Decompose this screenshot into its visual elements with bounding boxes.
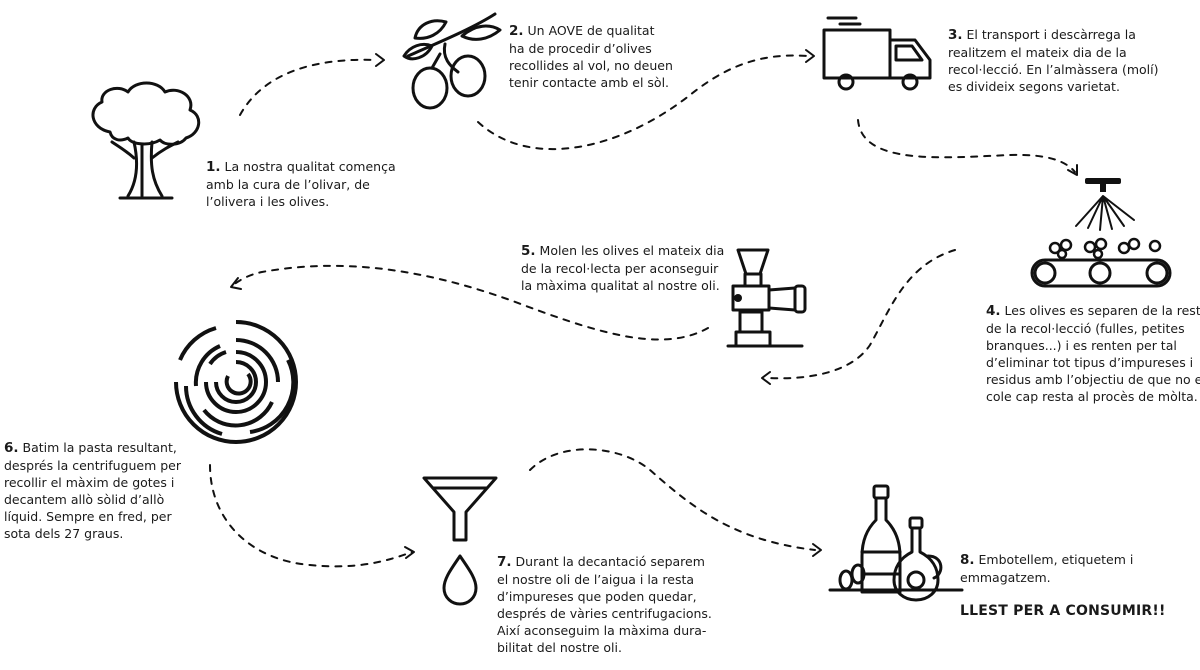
- step-number: 4.: [986, 303, 1001, 319]
- step-line: l’olivera i les olives.: [206, 194, 330, 209]
- step-line: decantem allò sòlid d’allò: [4, 492, 165, 507]
- step-number: 3.: [948, 27, 963, 43]
- step-line: líquid. Sempre en fred, per: [4, 509, 172, 524]
- funnel-drop-icon: [422, 476, 498, 606]
- step-line: Embotellem, etiquetem i: [978, 552, 1134, 567]
- oil-bottles-icon: [828, 484, 964, 602]
- connector-2-3: [477, 54, 809, 151]
- step-line: recol·lecció. En l’almàssera (molí): [948, 62, 1159, 77]
- step-line: cole cap resta al procès de mòlta.: [986, 389, 1198, 404]
- delivery-truck-icon: [822, 16, 932, 91]
- step-8-text: 8.Embotellem, etiquetem i emmagatzem.: [960, 551, 1133, 586]
- step-7-text: 7.Durant la decantació separem el nostre…: [497, 553, 712, 656]
- step-line: d’eliminar tot tipus d’impureses i: [986, 355, 1194, 370]
- step-number: 6.: [4, 440, 19, 456]
- step-line: després de vàries centrifugacions.: [497, 606, 712, 621]
- arrowhead-2-3: [805, 49, 815, 63]
- olive-tree-icon: [91, 81, 201, 200]
- step-1-text: 1.La nostra qualitat comença amb la cura…: [206, 158, 396, 210]
- arrowhead-6-7: [404, 546, 415, 559]
- step-line: Les olives es separen de la resta: [1004, 303, 1200, 318]
- step-line: recollir el màxim de gotes i: [4, 475, 175, 490]
- connector-7-8: [529, 448, 816, 551]
- arrowhead-3-4: [1067, 164, 1078, 176]
- step-line: es divideix segons varietat.: [948, 79, 1120, 94]
- step-line: La nostra qualitat comença: [224, 159, 396, 174]
- step-4-text: 4.Les olives es separen de la resta de l…: [986, 302, 1200, 405]
- step-line: Així aconseguim la màxima dura-: [497, 623, 707, 638]
- step-line: d’impureses que poden quedar,: [497, 589, 697, 604]
- connector-4-5: [767, 249, 956, 380]
- step-line: Un AOVE de qualitat: [527, 23, 655, 38]
- step-line: bilitat del nostre oli.: [497, 640, 622, 655]
- olive-mill-icon: [726, 248, 807, 348]
- olive-branch-icon: [402, 12, 502, 110]
- arrowhead-4-5: [761, 371, 771, 385]
- step-line: emmagatzem.: [960, 570, 1051, 585]
- step-line: de la recol·lecció (fulles, petites: [986, 321, 1185, 336]
- step-line: ha de procedir d’olives: [509, 41, 652, 56]
- arrowhead-1-2: [375, 53, 385, 67]
- step-line: Molen les olives el mateix dia: [539, 243, 725, 258]
- step-line: realitzem el mateix dia de la: [948, 45, 1127, 60]
- step-number: 5.: [521, 243, 536, 259]
- step-line: branques...) i es renten per tal: [986, 338, 1177, 353]
- step-number: 2.: [509, 23, 524, 39]
- step-3-text: 3.El transport i descàrrega la realitzem…: [948, 26, 1159, 95]
- connector-6-7: [209, 464, 413, 568]
- step-line: recollides al vol, no deuen: [509, 58, 673, 73]
- step-2-text: 2.Un AOVE de qualitat ha de procedir d’o…: [509, 22, 673, 91]
- washing-conveyor-icon: [1030, 178, 1172, 288]
- step-number: 8.: [960, 552, 975, 568]
- step-line: Batim la pasta resultant,: [22, 440, 177, 455]
- step-line: residus amb l’objectiu de que no es: [986, 372, 1200, 387]
- step-line: el nostre oli de l’aigua i la resta: [497, 572, 695, 587]
- step-line: sota dels 27 graus.: [4, 526, 124, 541]
- step-number: 7.: [497, 554, 512, 570]
- arrowhead-7-8: [812, 543, 822, 557]
- connectors: [209, 49, 1078, 568]
- step-6-text: 6.Batim la pasta resultant, després la c…: [4, 439, 181, 542]
- step-line: tenir contacte amb el sòl.: [509, 75, 670, 90]
- step-line: El transport i descàrrega la: [966, 27, 1136, 42]
- step-line: de la recol·lecta per aconseguir: [521, 261, 719, 276]
- step-line: amb la cura de l’olivar, de: [206, 177, 370, 192]
- step-line: Durant la decantació separem: [515, 554, 705, 569]
- step-5-text: 5.Molen les olives el mateix dia de la r…: [521, 242, 724, 294]
- connector-3-4: [857, 119, 1076, 173]
- step-number: 1.: [206, 159, 221, 175]
- connector-1-2: [239, 58, 376, 116]
- step-line: la màxima qualitat al nostre oli.: [521, 278, 720, 293]
- arrowhead-5-6: [230, 277, 242, 290]
- ready-to-consume-label: LLEST PER A CONSUMIR!!: [960, 603, 1166, 619]
- centrifuge-spiral-icon: [174, 320, 298, 444]
- step-line: després la centrifuguem per: [4, 458, 182, 473]
